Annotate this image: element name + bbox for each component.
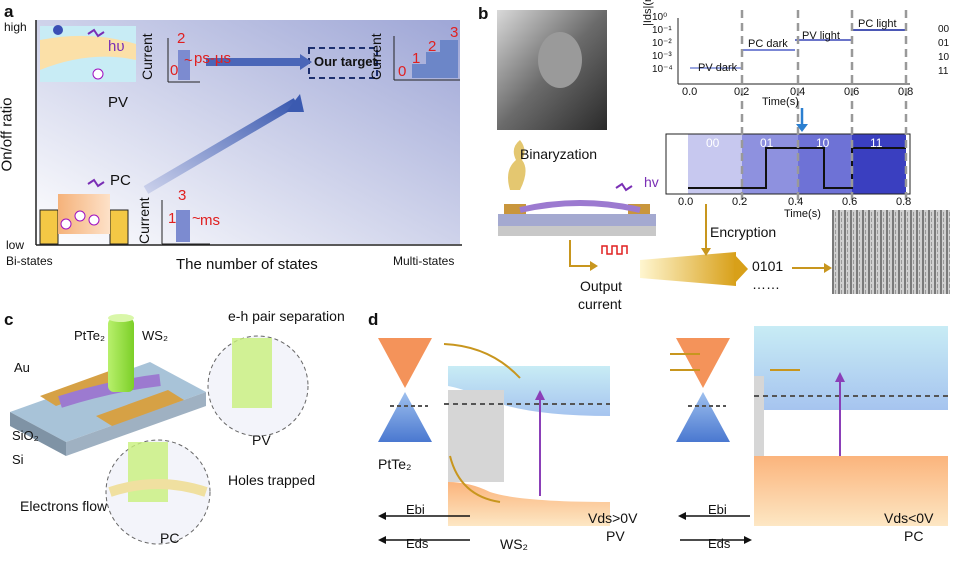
y-tick-1: 10⁻¹ <box>652 25 672 36</box>
legend-01: 01 <box>938 38 950 49</box>
panel-a-axes <box>35 20 462 246</box>
pc-label: PC <box>110 172 131 189</box>
pc-time: ms <box>200 212 220 229</box>
au-label: Au <box>14 360 30 375</box>
pv-state-2: 2 <box>177 30 186 47</box>
current-label-pv: Current <box>139 33 155 80</box>
output-label: Output <box>580 278 623 294</box>
bits-label: 0101 <box>752 258 784 274</box>
encrypted-image <box>832 210 950 294</box>
eds-label-left: Eds <box>406 536 429 551</box>
sio2-label: SiO₂ <box>12 428 39 443</box>
x-right-label: Multi-states <box>393 254 455 268</box>
ebi-label-right: Ebi <box>708 502 727 517</box>
y-tick-0: 10⁰ <box>652 12 668 23</box>
bar-label-10: 10 <box>816 136 830 150</box>
bottom-x-tick-4: 0.8 <box>896 196 912 208</box>
vds-negative-label: Vds<0V <box>884 510 934 526</box>
bottom-time-label: Time(s) <box>784 208 821 220</box>
ws2-label-d: WS₂ <box>500 536 528 552</box>
top-x-tick-2: 0.4 <box>790 86 806 98</box>
pv-time: ps-μs <box>194 50 231 67</box>
y-tick-4: 10⁻⁴ <box>652 64 673 75</box>
eh-label: e-h pair separation <box>228 308 345 324</box>
bar-label-01: 01 <box>760 136 774 150</box>
panel-b-graphics <box>497 10 950 294</box>
segment-pc-light: PC light <box>858 18 897 30</box>
multi-state-3: 3 <box>450 24 459 41</box>
hv-label-b: hv <box>644 174 659 190</box>
square-wave-icon <box>601 245 628 255</box>
bottom-x-tick-2: 0.4 <box>788 196 804 208</box>
bottom-x-tick-1: 0.2 <box>732 196 748 208</box>
ptte2-label-d: PtTe₂ <box>378 456 412 472</box>
pc-state-3: 3 <box>178 187 187 204</box>
bottom-x-tick-0: 0.0 <box>678 196 694 208</box>
pc-state-1: 1 <box>168 210 177 227</box>
pv-label: PV <box>108 94 129 111</box>
hv-label: hυ <box>108 38 125 55</box>
pv-label-c: PV <box>252 432 271 448</box>
x-axis-title: The number of states <box>176 256 318 273</box>
legend-00: 00 <box>938 24 950 35</box>
multi-state-2: 2 <box>428 38 437 55</box>
y-low-label: low <box>6 238 25 252</box>
y-high-label: high <box>4 20 27 34</box>
panel-d-graphics <box>378 326 948 544</box>
pv-label-d: PV <box>606 528 625 544</box>
bar-label-00: 00 <box>706 136 720 150</box>
top-x-tick-0: 0.0 <box>682 86 698 98</box>
top-x-tick-3: 0.6 <box>844 86 860 98</box>
si-label: Si <box>12 452 24 467</box>
ptte2-label-c: PtTe₂ <box>74 328 106 343</box>
dots-label: …… <box>752 276 780 292</box>
target-label: Our target <box>314 54 377 69</box>
y-tick-3: 10⁻³ <box>652 51 672 62</box>
panel-letter-a: a <box>4 2 14 21</box>
legend-10: 10 <box>938 52 950 63</box>
segment-pv-light: PV light <box>802 30 840 42</box>
x-left-label: Bi-states <box>6 254 53 268</box>
top-x-tick-4: 0.8 <box>898 86 914 98</box>
multi-state-1: 1 <box>412 50 421 67</box>
pc-label-c: PC <box>160 530 180 546</box>
vds-positive-label: Vds>0V <box>588 510 638 526</box>
encryption-label: Encryption <box>710 224 777 240</box>
current-label-pc: Current <box>136 197 152 244</box>
panel-c-graphics <box>10 314 309 545</box>
top-time-label: Time(s) <box>762 96 799 108</box>
legend-11: 11 <box>938 66 949 77</box>
binarization-label: Binaryzation <box>520 146 598 162</box>
y-tick-2: 10⁻² <box>652 38 672 49</box>
eds-label-right: Eds <box>708 536 731 551</box>
pv-tilde: ~ <box>184 52 193 69</box>
holes-label: Holes trapped <box>228 472 316 488</box>
segment-pv-dark: PV dark <box>698 62 738 74</box>
panel-letter-c: c <box>4 310 14 329</box>
electrons-label: Electrons flow <box>20 498 108 514</box>
photon-icon <box>87 28 105 38</box>
pc-label-d: PC <box>904 528 924 544</box>
multi-state-0: 0 <box>398 63 407 80</box>
bottom-x-tick-3: 0.6 <box>842 196 858 208</box>
current-label-b: current <box>578 296 622 312</box>
ws2-label-c: WS₂ <box>142 328 168 343</box>
top-x-tick-1: 0.2 <box>734 86 750 98</box>
panel-letter-b: b <box>478 4 489 23</box>
y-axis-title: On/off ratio <box>0 97 16 172</box>
panel-letter-d: d <box>368 310 379 329</box>
ebi-label-left: Ebi <box>406 502 425 517</box>
segment-pc-dark: PC dark <box>748 38 788 50</box>
bar-label-11: 11 <box>870 136 883 150</box>
pv-state-0: 0 <box>170 62 179 79</box>
pc-tilde: ~ <box>192 210 201 227</box>
